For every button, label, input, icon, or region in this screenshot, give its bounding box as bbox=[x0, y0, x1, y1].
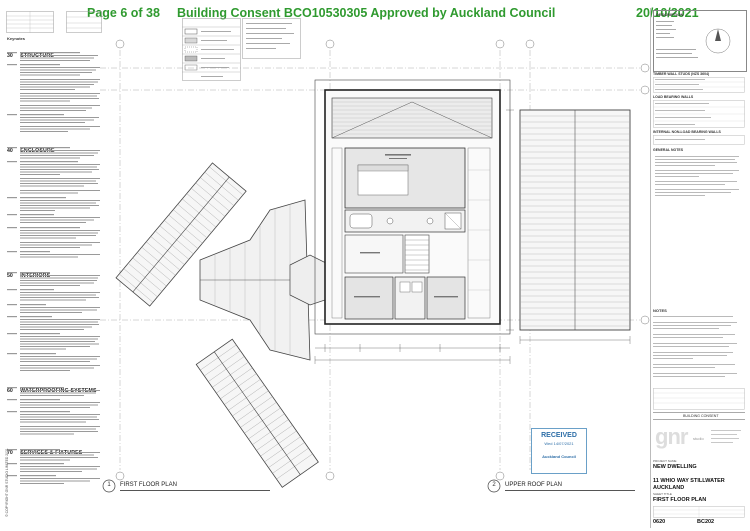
load-bearing-title: LOAD BEARING WALLS bbox=[653, 95, 694, 99]
received-stamp: RECEIVED Wed 14/07/2021 Auckland Council bbox=[531, 428, 587, 474]
first-floor-plan-title: 1 FIRST FLOOR PLAN bbox=[102, 479, 302, 499]
load-bearing-table bbox=[653, 100, 745, 128]
schedule-table-2 bbox=[66, 11, 102, 33]
enclosure-notes-text bbox=[7, 147, 100, 258]
general-notes-text bbox=[655, 156, 739, 196]
project-address-line2: AUCKLAND bbox=[653, 485, 685, 491]
company-logo: gnr studio bbox=[655, 424, 741, 449]
upper-roof-plan-title: 2 UPPER ROOF PLAN bbox=[487, 479, 647, 499]
general-notes-title: GENERAL NOTES bbox=[653, 148, 684, 152]
area-schedule-table bbox=[6, 11, 54, 33]
consent-approval-text: Building Consent BCO10530305 Approved by… bbox=[177, 6, 556, 20]
timber-wall-table bbox=[653, 77, 745, 93]
notes-text bbox=[653, 316, 737, 377]
keynotes-title: Keynotes bbox=[7, 36, 26, 41]
structure-notes-text bbox=[7, 52, 100, 132]
job-number: 0620 bbox=[653, 519, 666, 525]
services-notes-text bbox=[7, 449, 100, 484]
revision-table bbox=[653, 388, 745, 410]
first-floor-plan-drawing bbox=[100, 39, 650, 488]
title-block: DESCRIPTION TIMBER WALL STUDS (NZS 3604)… bbox=[650, 8, 749, 528]
sheet-title: FIRST FLOOR PLAN bbox=[653, 497, 707, 503]
notes-title: NOTES bbox=[653, 308, 667, 313]
sheet-number: BC202 bbox=[697, 519, 715, 525]
drawing-legend bbox=[182, 18, 301, 81]
description-panel: DESCRIPTION bbox=[653, 10, 747, 72]
project-address-line1: 11 WHIO WAY STILLWATER bbox=[653, 478, 725, 484]
copyright-text: © COPYRIGHT GNR STUDIO LIMITED 2021 bbox=[5, 448, 10, 517]
internal-walls-title: INTERNAL NON-LOAD BEARING WALLS bbox=[653, 130, 721, 134]
page-number-label: Page 6 of 38 bbox=[87, 6, 160, 20]
keynotes-panel: Keynotes 30 STRUCTURE 40 ENCLOSURE bbox=[6, 8, 103, 528]
internal-walls-table bbox=[653, 135, 745, 145]
approval-date: 20/10/2021 bbox=[636, 6, 699, 20]
waterproofing-notes-text bbox=[7, 387, 100, 435]
sheet-info-table bbox=[653, 506, 745, 518]
interiors-notes-text bbox=[7, 272, 100, 371]
project-name-label: PROJECT NAME bbox=[653, 459, 677, 463]
sheet-title-label: SHEET TITLE bbox=[653, 492, 672, 496]
timber-wall-title: TIMBER WALL STUDS (NZS 3604) bbox=[653, 72, 710, 76]
project-name: NEW DWELLING bbox=[653, 464, 697, 470]
issued-for-row: BUILDING CONSENT bbox=[653, 412, 745, 420]
